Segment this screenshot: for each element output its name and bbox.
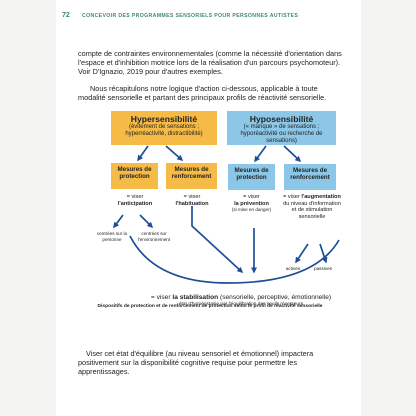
aim-prevention: = viser la prévention (si mise en danger…	[227, 194, 276, 214]
arrow-hypo-protection	[254, 145, 267, 163]
hyper-protection-box: Mesures de protection	[111, 163, 158, 189]
aim-rest: du niveau d'information et de stimulatio…	[283, 200, 341, 220]
paragraph-3: Viser cet état d'équilibre (au niveau se…	[78, 349, 314, 377]
aim-note: (si mise en danger)	[231, 207, 272, 213]
hypersensitivity-subtitle: (évitement de sensations ; hyperréactivi…	[125, 124, 203, 137]
arrow-hyper-reinforcement	[165, 145, 184, 161]
hyposensitivity-box: Hyposensibilité (« manque » de sensation…	[227, 111, 336, 145]
stabilisation-curve	[129, 235, 340, 284]
hypo-reinforcement-box: Mesures de renforcement	[284, 164, 336, 190]
paragraph-2: Nous récapitulons notre logique d'action…	[78, 84, 327, 103]
figure-caption: Dispositifs de protection et de renforce…	[97, 304, 323, 309]
aim-anticipation: = viser l'anticipation	[111, 194, 159, 207]
aim-key: la prévention	[234, 200, 269, 207]
arrow-left-person	[113, 214, 124, 229]
leaf-environment: centrées sur l'environnement	[137, 231, 171, 242]
arrow-left-environment	[139, 214, 154, 229]
arrow-hypo-reinforcement	[283, 145, 302, 163]
paragraph-1: compte de contraintes environnementales …	[78, 49, 342, 77]
stab-rest: (sensorielle, perceptive, émotionnelle)	[220, 294, 332, 301]
book-page: 72 CONCEVOIR DES PROGRAMMES SENSORIELS P…	[56, 0, 361, 416]
running-title: CONCEVOIR DES PROGRAMMES SENSORIELS POUR…	[82, 13, 299, 19]
leaf-active: actives	[285, 266, 301, 271]
stabilisation-label: = viser la stabilisation (sensorielle, p…	[136, 294, 346, 308]
stab-key: la stabilisation	[172, 294, 219, 301]
stab-note: état d'homéostasie par l'équilibration d…	[178, 302, 304, 307]
arrow-right-passive	[319, 243, 328, 264]
page-number: 72	[62, 12, 70, 19]
hypersensitivity-box: Hypersensibilité (évitement de sensation…	[111, 111, 217, 145]
hyposensitivity-title: Hyposensibilité	[249, 114, 314, 124]
hyper-reinforcement-box: Mesures de renforcement	[166, 163, 217, 189]
aim-key: l'augmentation	[301, 194, 341, 200]
leaf-person: centrées sur la personne	[96, 231, 128, 242]
aim-habituation: = viser l'habituation	[166, 194, 218, 207]
aim-prefix: = viser	[283, 194, 300, 200]
aim-prefix: = viser	[126, 194, 144, 200]
stab-prefix: = viser	[150, 294, 171, 301]
arrow-hyper-protection	[137, 145, 149, 162]
leaf-passive: passives	[314, 266, 332, 271]
aim-key: l'habituation	[175, 200, 209, 207]
aim-prefix: = viser	[183, 194, 201, 200]
aim-prefix: = viser	[243, 194, 260, 200]
hypo-protection-box: Mesures de protection	[228, 164, 275, 190]
arrow-right-active	[295, 243, 309, 264]
hyposensitivity-subtitle: (« manque » de sensations ; hyporéactivi…	[240, 124, 323, 144]
hypersensitivity-title: Hypersensibilité	[130, 114, 198, 124]
aim-key: l'anticipation	[117, 200, 153, 207]
arrow-center-mid	[191, 206, 244, 274]
aim-augmentation: = viser l'augmentation du niveau d'infor…	[282, 194, 342, 220]
